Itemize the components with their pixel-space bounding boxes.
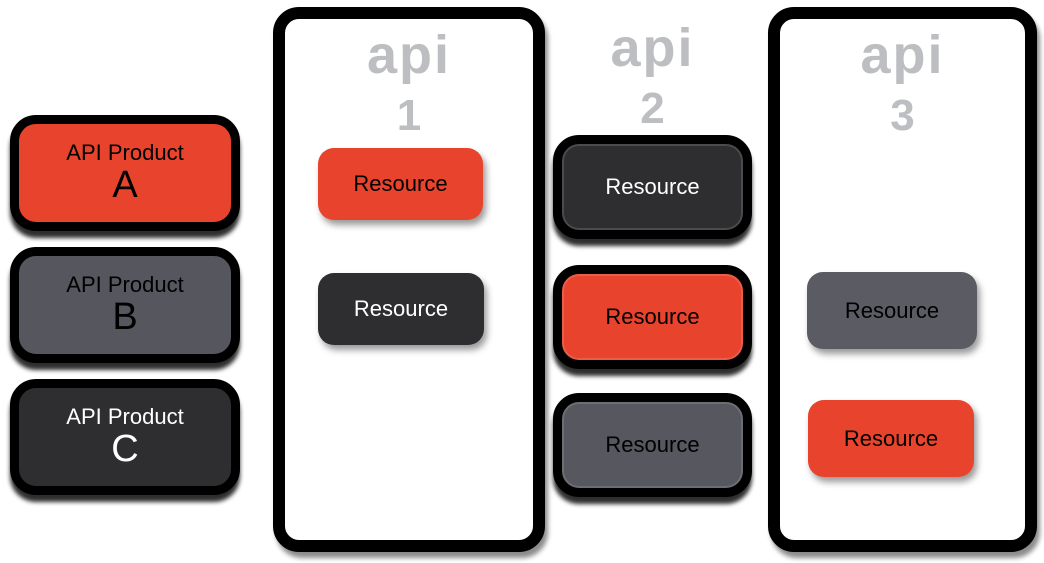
api-1-number: 1 xyxy=(396,91,422,140)
api-3-resource-2: Resource xyxy=(808,400,974,477)
api-product-c-box: API Product C xyxy=(10,379,240,495)
api-2-resource-2: Resource xyxy=(553,265,752,369)
api-1-container: api 1 Resource Resource xyxy=(273,7,545,552)
api-2-resource-3: Resource xyxy=(553,393,752,497)
api-product-b-letter: B xyxy=(112,295,138,338)
api-3-resource-1: Resource xyxy=(807,272,977,349)
api-product-a-box: API Product A xyxy=(10,115,240,231)
api-1-label: api 1 xyxy=(285,28,533,138)
api-2-resource-1: Resource xyxy=(553,135,752,239)
api-3-label: api 3 xyxy=(780,28,1025,138)
api-3-word: api xyxy=(860,25,945,85)
api-1-resource-1: Resource xyxy=(318,148,483,220)
api-2-label: api 2 xyxy=(545,21,760,131)
api-product-a-letter: A xyxy=(112,163,138,206)
api-2-number: 2 xyxy=(640,84,665,133)
api-product-c-label: API Product xyxy=(66,404,184,430)
api-3-number: 3 xyxy=(890,91,915,140)
api-3-container: api 3 Resource Resource xyxy=(768,7,1037,552)
api-2-word: api xyxy=(610,18,695,78)
api-1-word: api xyxy=(366,25,452,85)
api-product-b-label: API Product xyxy=(66,272,184,298)
api-1-resource-2: Resource xyxy=(318,273,484,345)
api-product-c-letter: C xyxy=(111,427,139,470)
api-product-b-box: API Product B xyxy=(10,247,240,363)
api-product-a-label: API Product xyxy=(66,140,184,166)
